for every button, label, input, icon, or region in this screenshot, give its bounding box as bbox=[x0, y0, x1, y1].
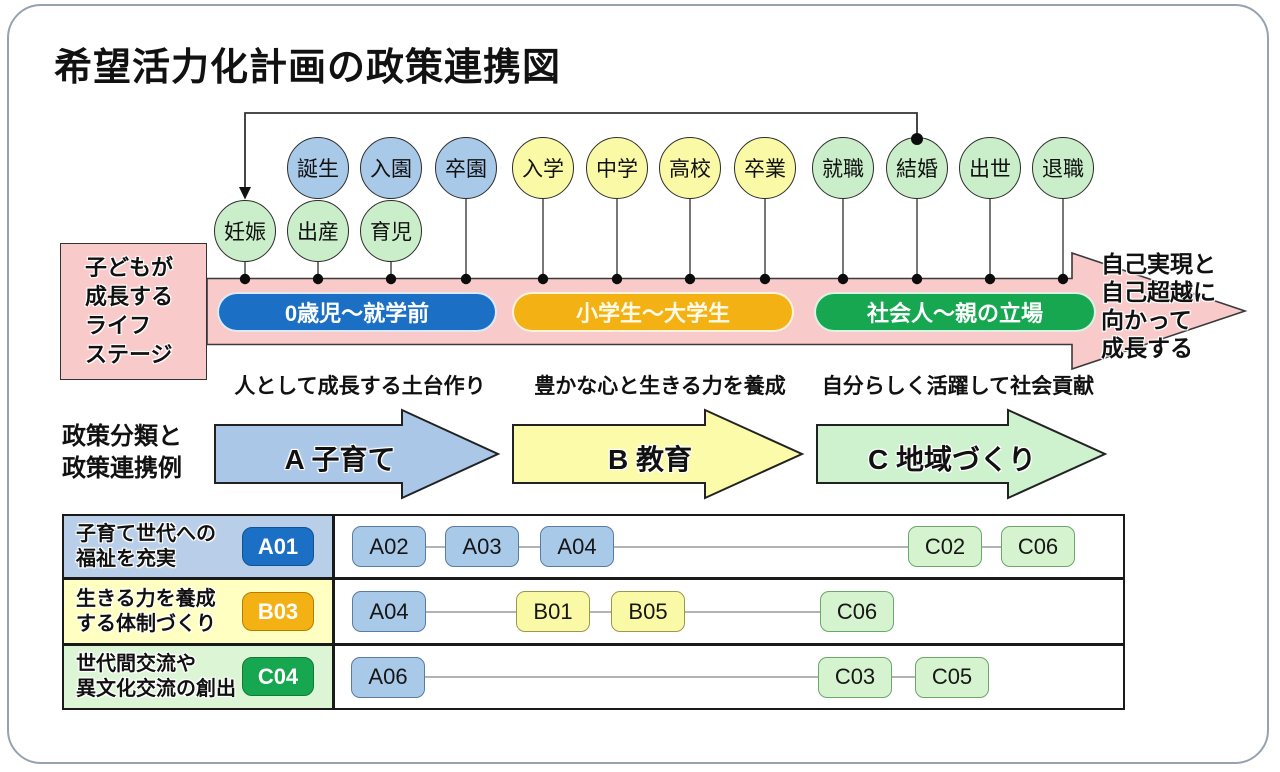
policy-chip-c06: C06 bbox=[1001, 526, 1075, 567]
goal-line: 自己実現と bbox=[1101, 251, 1216, 277]
chip-connector bbox=[685, 610, 820, 613]
life-event-circle: 入学 bbox=[512, 137, 574, 199]
life-event-circle: 育児 bbox=[360, 200, 422, 262]
life-event-circle: 出産 bbox=[287, 200, 349, 262]
table-row-title-childcare: 子育て世代への 福祉を充実 bbox=[64, 516, 332, 577]
policy-badge-b03: B03 bbox=[242, 592, 314, 631]
chip-connector bbox=[590, 610, 611, 613]
policy-arrow-a bbox=[214, 408, 501, 500]
policy-chip-a04: A04 bbox=[540, 526, 614, 567]
growth-goal-text: 自己実現と 自己超越に 向かって 成長する bbox=[1101, 250, 1216, 362]
timeline-stems bbox=[239, 199, 1069, 285]
policy-badge-a01: A01 bbox=[242, 527, 314, 566]
caption-education: 豊かな心と生きる力を養成 bbox=[534, 375, 786, 398]
policy-arrow-c bbox=[816, 408, 1108, 500]
chip-connector bbox=[425, 676, 818, 678]
goal-line: 成長する bbox=[1101, 335, 1193, 361]
life-event-circle: 入園 bbox=[360, 137, 422, 199]
table-vertical-divider bbox=[332, 514, 335, 710]
policy-chip-c02: C02 bbox=[908, 526, 982, 567]
life-event-circle: 結婚 bbox=[886, 137, 948, 199]
stage-pill-preschool: 0歳児〜就学前 bbox=[217, 292, 497, 332]
loop-origin-dot bbox=[911, 133, 923, 145]
row-title-line: 生きる力を養成 bbox=[76, 587, 216, 610]
policy-chip-a04: A04 bbox=[352, 591, 426, 632]
policy-classification-label: 政策分類と 政策連携例 bbox=[62, 421, 182, 485]
timeline-dot bbox=[1057, 273, 1069, 285]
timeline-dot bbox=[385, 273, 397, 285]
timeline-dot bbox=[537, 273, 549, 285]
timeline-dot bbox=[984, 273, 996, 285]
axis-label-line: ステージ bbox=[85, 342, 173, 367]
row-title-line: 福祉を充実 bbox=[76, 547, 176, 570]
chip-connector bbox=[614, 545, 908, 548]
life-event-circle: 高校 bbox=[659, 137, 721, 199]
lifestage-axis-label: 子どもが 成長する ライフ ステージ bbox=[60, 243, 207, 380]
stage-pill-student: 小学生〜大学生 bbox=[512, 292, 794, 332]
policy-chip-c06: C06 bbox=[820, 591, 894, 632]
loop-arrowhead-icon bbox=[239, 187, 251, 200]
life-event-circle: 就職 bbox=[812, 137, 874, 199]
chip-connector bbox=[982, 545, 1001, 548]
life-event-circle: 卒業 bbox=[734, 137, 796, 199]
timeline-dot bbox=[837, 273, 849, 285]
row-title-line: 子育て世代への bbox=[76, 522, 216, 545]
life-event-circle: 退職 bbox=[1032, 137, 1094, 199]
life-event-circle: 卒園 bbox=[435, 137, 497, 199]
caption-community: 自分らしく活躍して社会貢献 bbox=[821, 375, 1095, 398]
policy-arrow-a-label: A 子育て bbox=[284, 444, 396, 475]
life-event-circle: 中学 bbox=[586, 137, 648, 199]
axis-label-line: ライフ bbox=[85, 313, 152, 338]
chip-connector bbox=[426, 545, 445, 548]
policy-chip-c03: C03 bbox=[818, 656, 892, 698]
policy-chip-b01: B01 bbox=[516, 591, 590, 632]
policy-arrow-c-label: C 地域づくり bbox=[867, 444, 1037, 475]
row-title-line: する体制づくり bbox=[76, 612, 216, 635]
timeline-dot bbox=[684, 273, 696, 285]
marriage-to-pregnancy-loop-line bbox=[244, 112, 918, 197]
policy-chip-a06: A06 bbox=[351, 656, 425, 698]
caption-childcare: 人として成長する土台作り bbox=[234, 375, 486, 398]
timeline-dot bbox=[460, 273, 472, 285]
row-title-line: 異文化交流の創出 bbox=[76, 678, 236, 700]
table-row-divider bbox=[62, 577, 1125, 580]
policy-badge-c04: C04 bbox=[242, 657, 314, 696]
row-title-line: 世代間交流や bbox=[76, 653, 196, 675]
timeline-dot bbox=[911, 273, 923, 285]
life-event-circle: 妊娠 bbox=[214, 200, 276, 262]
goal-line: 向かって bbox=[1101, 307, 1192, 333]
policy-chip-a03: A03 bbox=[445, 526, 519, 567]
goal-line: 自己超越に bbox=[1101, 279, 1216, 305]
timeline-dot bbox=[759, 273, 771, 285]
page-title: 希望活力化計画の政策連携図 bbox=[54, 47, 562, 89]
timeline-dot bbox=[312, 273, 324, 285]
policy-label-line: 政策分類と bbox=[62, 423, 182, 450]
policy-chip-b05: B05 bbox=[611, 591, 685, 632]
life-event-circle: 出世 bbox=[959, 137, 1021, 199]
policy-label-line: 政策連携例 bbox=[62, 455, 182, 482]
life-event-circle: 誕生 bbox=[287, 137, 349, 199]
policy-chip-a02: A02 bbox=[352, 526, 426, 567]
chip-connector bbox=[892, 676, 915, 678]
axis-label-line: 成長する bbox=[85, 284, 174, 309]
stage-pill-adult: 社会人〜親の立場 bbox=[814, 292, 1096, 332]
policy-chip-c05: C05 bbox=[915, 656, 989, 698]
timeline-dot bbox=[611, 273, 623, 285]
policy-arrow-b bbox=[512, 408, 805, 500]
axis-label-line: 子どもが bbox=[85, 255, 174, 280]
policy-arrow-b-label: B 教育 bbox=[607, 444, 693, 475]
table-row-divider bbox=[62, 643, 1125, 646]
chip-connector bbox=[426, 610, 516, 613]
timeline-dot bbox=[239, 273, 251, 285]
chip-connector bbox=[519, 545, 540, 548]
